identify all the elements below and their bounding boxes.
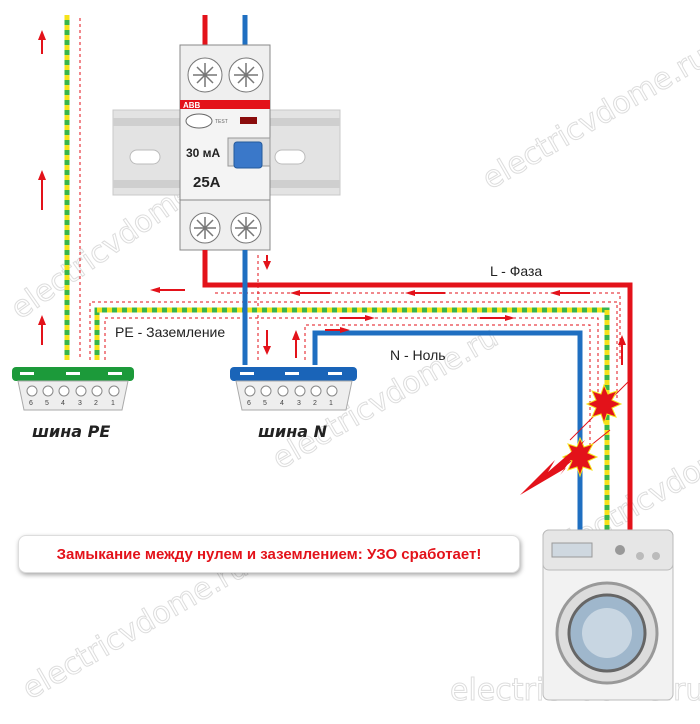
svg-text:1: 1 [111, 400, 115, 407]
neutral-wire [312, 330, 583, 530]
washing-machine [542, 529, 674, 701]
fault-message: Замыкание между нулем и заземлением: УЗО… [18, 535, 520, 573]
n-bus-label: шина N [258, 422, 328, 441]
phase-wire [202, 250, 633, 530]
spark-icon [561, 436, 599, 478]
spark-icon [585, 383, 623, 425]
svg-text:3: 3 [297, 400, 301, 407]
pe-label: PE - Заземление [115, 324, 225, 340]
indicator [240, 117, 257, 124]
svg-text:4: 4 [61, 400, 65, 407]
rcd-lever[interactable] [233, 141, 263, 169]
current-arrows [38, 30, 626, 365]
svg-text:4: 4 [280, 400, 284, 407]
rating-ma: 30 мА [186, 146, 221, 160]
watermark: electricvdome.ru [477, 39, 700, 197]
svg-text:5: 5 [45, 400, 49, 407]
brand-label: ABB [183, 101, 201, 110]
svg-text:3: 3 [78, 400, 82, 407]
pe-wire [64, 15, 610, 530]
svg-text:6: 6 [247, 400, 251, 407]
test-label: TEST [215, 119, 228, 125]
pe-bus-label: шина PE [32, 422, 110, 441]
svg-text:2: 2 [94, 400, 98, 407]
terminal-numbers: 6 5 4 3 2 1 6 5 4 3 2 1 [29, 400, 333, 407]
phase-label: L - Фаза [490, 263, 542, 279]
svg-text:5: 5 [263, 400, 267, 407]
watermark: electricvdome.ru [17, 549, 255, 707]
svg-text:6: 6 [29, 400, 33, 407]
rcd-device: ABB TEST 30 мА 25A [179, 44, 271, 251]
rating-a: 25A [193, 174, 221, 191]
fault-arrow-icon [520, 440, 585, 495]
svg-text:2: 2 [313, 400, 317, 407]
svg-text:1: 1 [329, 400, 333, 407]
neutral-label: N - Ноль [390, 347, 446, 363]
n-bus [230, 367, 357, 411]
pe-bus [12, 367, 134, 411]
fault-indicator [520, 379, 631, 495]
test-button[interactable] [185, 113, 213, 129]
